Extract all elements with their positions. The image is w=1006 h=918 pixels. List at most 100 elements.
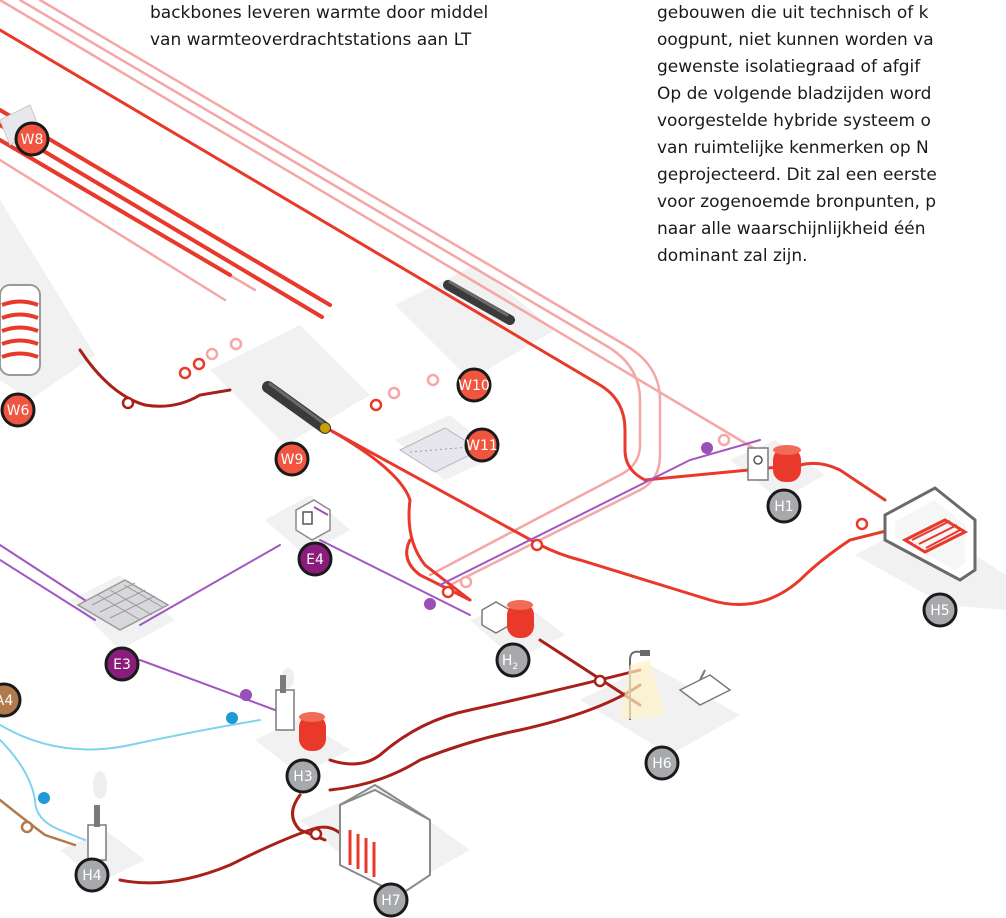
dark-pipe-h3-h7 xyxy=(291,793,327,842)
text-line: backbones leveren warmte door middel xyxy=(150,3,489,23)
red-pipe-mid-c xyxy=(0,138,232,277)
valve xyxy=(121,396,135,410)
valve xyxy=(20,820,34,834)
text-line: oogpunt, niet kunnen worden va xyxy=(657,30,934,50)
valve xyxy=(369,398,383,412)
purple-pipe-4 xyxy=(319,539,471,616)
purple-pipe-1 xyxy=(0,544,101,611)
valve xyxy=(387,386,401,400)
valve xyxy=(178,366,192,380)
red-pipe-h2 xyxy=(405,538,472,602)
svg-text:W11: W11 xyxy=(466,438,498,454)
purple-pipe-6 xyxy=(139,659,276,711)
electric-marker-icon xyxy=(701,442,713,454)
pipe-markers xyxy=(38,442,713,804)
red-pipe-loop xyxy=(328,428,472,602)
red-pipes xyxy=(0,28,892,606)
platforms xyxy=(0,200,1006,895)
node-w10: W10 xyxy=(456,367,492,403)
node-e4: E4 xyxy=(297,541,333,577)
electricity-meter-icon xyxy=(295,499,331,541)
node-h4: H4 xyxy=(74,857,110,893)
red-pipe-top xyxy=(0,28,887,502)
pink-pipe-5 xyxy=(0,158,227,302)
storage-tank-coil-icon xyxy=(0,284,41,376)
valve xyxy=(530,538,544,552)
text-line: van warmteoverdrachtstations aan LT xyxy=(150,30,472,50)
valve xyxy=(855,517,869,531)
node-e3: E3 xyxy=(104,646,140,682)
battery-grid-icon xyxy=(76,579,170,631)
chimney-boiler-icon xyxy=(87,771,107,861)
intro-text-right: gebouwen die uit technisch of k oogpunt,… xyxy=(657,0,937,270)
house-floor-heating-icon xyxy=(883,486,977,582)
node-w9: W9 xyxy=(274,441,310,477)
text-line: naar alle waarschijnlijkheid één xyxy=(657,219,926,239)
dark-red-pipes xyxy=(78,348,642,885)
dark-pipe-h3-b xyxy=(328,683,642,792)
svg-text:H2: H2 xyxy=(502,653,518,672)
valve xyxy=(717,433,731,447)
node-a4: A4 xyxy=(0,682,22,718)
pink-pipe-2 xyxy=(18,0,642,577)
intro-text-left: backbones leveren warmte door middel van… xyxy=(150,0,488,54)
water-drop-icon xyxy=(38,792,50,804)
node-h2: H2 xyxy=(495,642,531,678)
node-h5: H5 xyxy=(922,592,958,628)
text-line: Op de volgende bladzijden word xyxy=(657,84,932,104)
boiler-tank-icon xyxy=(275,668,326,751)
node-w6: W6 xyxy=(0,392,36,428)
water-drop-icon xyxy=(226,712,238,724)
text-line: gebouwen die uit technisch of k xyxy=(657,3,929,23)
node-w11: W11 xyxy=(464,427,500,463)
svg-text:A4: A4 xyxy=(0,693,13,709)
platform-w9 xyxy=(210,325,370,445)
electric-marker-icon xyxy=(424,598,436,610)
red-pipe-w9-e xyxy=(328,428,892,606)
house-radiator-icon xyxy=(339,783,431,897)
valve xyxy=(205,347,219,361)
purple-pipe-5 xyxy=(439,439,761,586)
svg-text:E4: E4 xyxy=(306,552,324,568)
text-line: geprojecteerd. Dit zal een eerste xyxy=(657,165,937,185)
text-line: dominant zal zijn. xyxy=(657,246,808,266)
node-h1: H1 xyxy=(766,488,802,524)
node-badges: W8 W6 W9 W10 W11 E4 E3 A4 xyxy=(0,121,958,918)
pink-pipes xyxy=(0,0,762,587)
pink-pipe-1 xyxy=(38,0,662,587)
heat-pump-tank-icon xyxy=(481,600,534,638)
purple-pipes xyxy=(0,439,761,711)
svg-text:H6: H6 xyxy=(652,756,672,772)
svg-text:H1: H1 xyxy=(774,499,793,515)
valve xyxy=(309,827,323,841)
valve xyxy=(593,674,607,688)
text-line: voor zogenoemde bronpunten, p xyxy=(657,192,937,212)
text-line: gewenste isolatiegraad of afgif xyxy=(657,57,921,77)
svg-text:W8: W8 xyxy=(21,132,44,148)
text-line: van ruimtelijke kenmerken op N xyxy=(657,138,929,158)
text-line: voorgestelde hybride systeem o xyxy=(657,111,931,131)
heat-exchanger-cylinder-icon xyxy=(262,381,331,434)
valve-rings xyxy=(20,337,869,841)
dark-pipe-h3 xyxy=(328,668,642,766)
node-h7: H7 xyxy=(373,882,409,918)
valve xyxy=(441,585,455,599)
heat-pump-tank-icon xyxy=(747,445,801,482)
svg-text:W9: W9 xyxy=(281,452,304,468)
purple-pipe-3 xyxy=(139,544,281,626)
svg-text:E3: E3 xyxy=(113,657,131,673)
valve xyxy=(459,575,473,589)
node-h6: H6 xyxy=(644,745,680,781)
brown-pipe xyxy=(0,798,77,847)
heat-exchanger-cylinder-icon xyxy=(443,280,515,325)
valve xyxy=(426,373,440,387)
red-pipe-mid-b xyxy=(0,123,324,319)
electric-marker-icon xyxy=(240,689,252,701)
shower-sink-icon xyxy=(620,650,732,720)
pink-pipe-3 xyxy=(0,0,762,454)
dark-pipe-w6 xyxy=(78,348,232,408)
svg-text:W6: W6 xyxy=(7,403,30,419)
svg-text:W10: W10 xyxy=(458,378,490,394)
dark-pipe-h7 xyxy=(118,825,382,885)
